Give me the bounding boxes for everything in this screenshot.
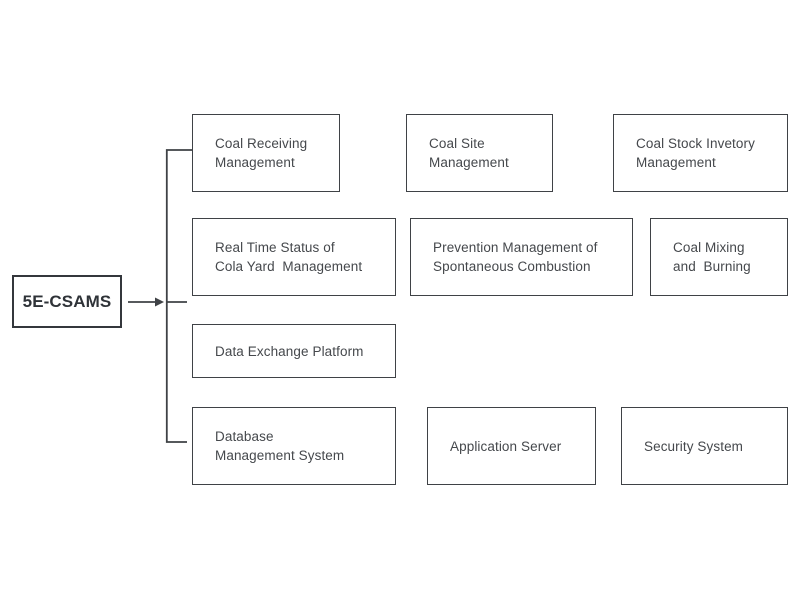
- node-label: Prevention Management of Spontaneous Com…: [433, 240, 598, 274]
- node-label: Data Exchange Platform: [215, 343, 364, 359]
- node-application-server: Application Server: [427, 407, 596, 485]
- node-label: Security System: [644, 438, 744, 454]
- node-label: Coal Mixing and Burning: [673, 240, 751, 274]
- node-prevention-management: Prevention Management of Spontaneous Com…: [410, 218, 633, 296]
- node-label: Database Management System: [215, 429, 345, 463]
- node-coal-mixing-and-burning: Coal Mixing and Burning: [650, 218, 788, 296]
- node-coal-receiving-management: Coal Receiving Management: [192, 114, 340, 192]
- flow-arrow: [128, 297, 164, 307]
- node-label: Coal Receiving Management: [215, 136, 308, 170]
- node-security-system: Security System: [621, 407, 788, 485]
- node-5e-csams: 5E-CSAMS: [12, 275, 122, 328]
- node-coal-stock-invetory-management: Coal Stock Invetory Management: [613, 114, 788, 192]
- node-label: 5E-CSAMS: [22, 292, 112, 311]
- node-coal-site-management: Coal Site Management: [406, 114, 553, 192]
- node-label: Coal Site Management: [429, 136, 509, 170]
- node-label: Coal Stock Invetory Management: [636, 136, 755, 170]
- node-database-management-system: Database Management System: [192, 407, 396, 485]
- trunk-line: [165, 149, 192, 443]
- arrowhead-icon: [155, 297, 164, 307]
- node-data-exchange-platform: Data Exchange Platform: [192, 324, 396, 378]
- node-real-time-status: Real Time Status of Cola Yard Management: [192, 218, 396, 296]
- node-label: Real Time Status of Cola Yard Management: [215, 240, 363, 274]
- node-label: Application Server: [450, 438, 562, 454]
